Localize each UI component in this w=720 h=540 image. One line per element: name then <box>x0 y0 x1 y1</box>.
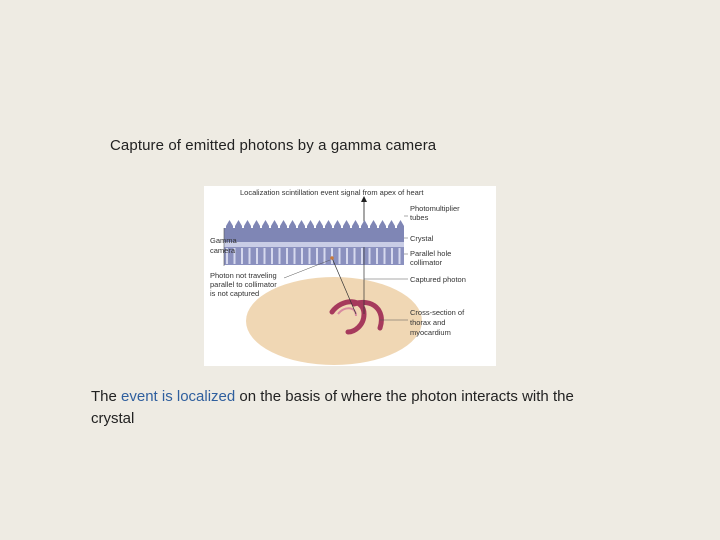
parallel-hole-collimator <box>224 247 404 265</box>
tube-band <box>224 228 404 242</box>
photomultiplier-tube <box>316 220 323 228</box>
photon-leader <box>283 259 331 279</box>
photomultiplier-tube <box>289 220 296 228</box>
photomultiplier-tube <box>280 220 287 228</box>
crystal-label: Crystal <box>410 234 434 243</box>
pm-label-1: Photomultiplier <box>410 204 460 213</box>
signal-arrow-head <box>361 196 367 202</box>
non-parallel-photon <box>331 257 357 315</box>
photomultiplier-tube <box>325 220 332 228</box>
photomultiplier-tube <box>379 220 386 228</box>
gamma-camera-diagram: Localization scintillation event signal … <box>204 186 496 366</box>
slide-caption: The event is localized on the basis of w… <box>91 386 611 430</box>
photomultiplier-tube <box>253 220 260 228</box>
photomultiplier-tube <box>307 220 314 228</box>
cross-label-2: thorax and <box>410 318 445 327</box>
photomultiplier-tube <box>298 220 305 228</box>
collimator-label-2: collimator <box>410 258 443 267</box>
thorax-cross-section <box>246 277 422 365</box>
photomultiplier-tube <box>361 220 368 228</box>
photomultiplier-tube <box>334 220 341 228</box>
photomultiplier-tube <box>370 220 377 228</box>
caption-highlight: event is localized <box>121 388 236 405</box>
collimator-body <box>224 247 404 265</box>
photomultiplier-tubes <box>226 220 404 228</box>
pm-label-2: tubes <box>410 213 429 222</box>
photomultiplier-tube <box>397 220 404 228</box>
top-label: Localization scintillation event signal … <box>240 188 424 197</box>
camera-label: camera <box>210 246 236 255</box>
slide-title: Capture of emitted photons by a gamma ca… <box>110 137 437 154</box>
captured-photon-label: Captured photon <box>410 275 466 284</box>
photomultiplier-tube <box>352 220 359 228</box>
caption-end: on the basis of where the photon interac… <box>91 388 574 427</box>
photon-label-3: is not captured <box>210 289 259 298</box>
caption-start: The <box>91 388 122 405</box>
photon-absorb-point <box>330 256 334 260</box>
photomultiplier-tube <box>226 220 233 228</box>
collimator-label-1: Parallel hole <box>410 249 451 258</box>
photon-label-1: Photon not traveling <box>210 271 277 280</box>
photon-label-2: parallel to collimator <box>210 280 277 289</box>
photomultiplier-tube <box>271 220 278 228</box>
cross-label-1: Cross-section of <box>410 308 465 317</box>
photomultiplier-tube <box>235 220 242 228</box>
gamma-label: Gamma <box>210 236 238 245</box>
photomultiplier-tube <box>388 220 395 228</box>
cross-label-3: myocardium <box>410 328 451 337</box>
photomultiplier-tube <box>343 220 350 228</box>
photomultiplier-tube <box>262 220 269 228</box>
crystal-layer <box>224 242 404 247</box>
photomultiplier-tube <box>244 220 251 228</box>
